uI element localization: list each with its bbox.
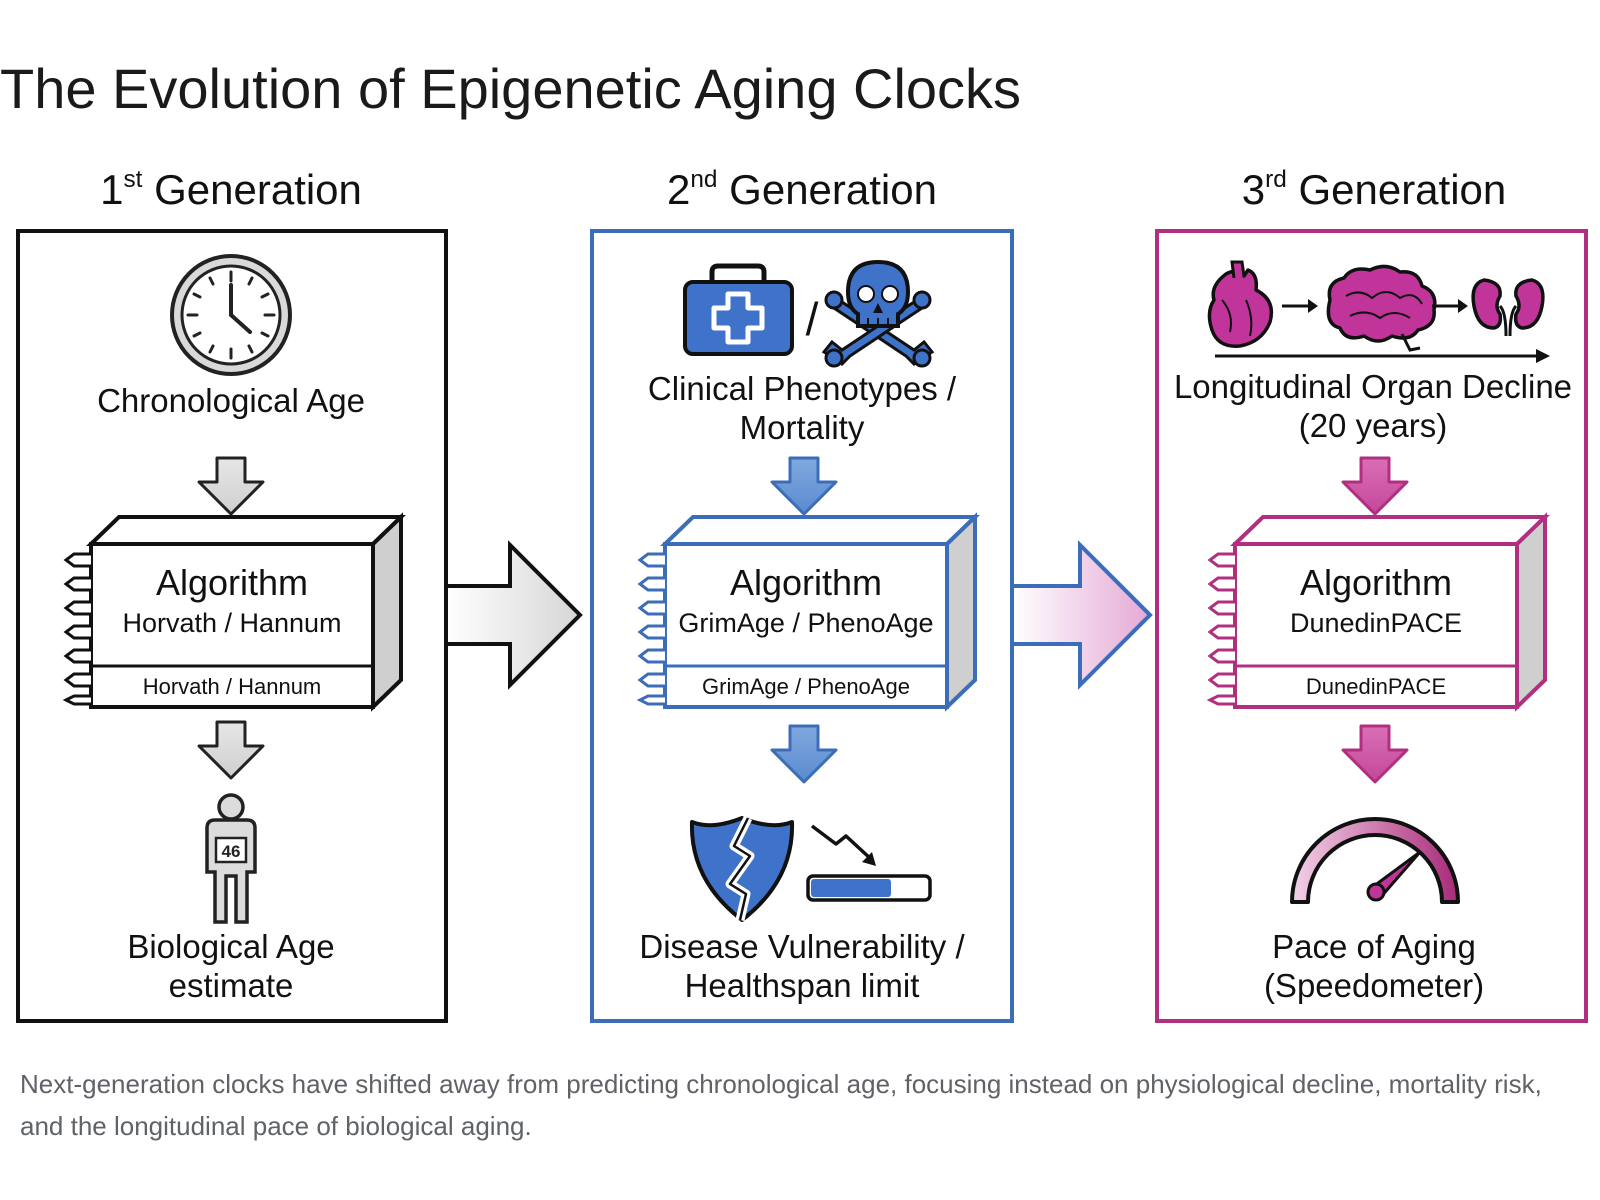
gen1-algorithm-subtitle: Horvath / Hannum [122, 608, 342, 638]
transition-arrow-2-3 [1010, 540, 1153, 690]
gen1-algorithm-footer: Horvath / Hannum [142, 674, 322, 699]
gen1-algorithm-title: Algorithm [155, 562, 309, 603]
transition-arrow-1-2 [444, 540, 583, 690]
gen2-algorithm-subtitle: GrimAge / PhenoAge [678, 608, 934, 638]
down-arrow-gen3-bottom [1341, 724, 1409, 784]
gen3-algorithm-title: Algorithm [1299, 562, 1453, 603]
gen3-input-label: Longitudinal Organ Decline (20 years) [1173, 368, 1573, 444]
down-arrow-gen3-top [1341, 456, 1409, 516]
down-arrow-gen1-bottom [197, 720, 265, 780]
down-arrow-gen2-top [770, 456, 838, 516]
declining-battery-icon [806, 824, 932, 902]
algorithm-box-gen1 [62, 512, 406, 712]
brain-icon [1326, 264, 1437, 352]
broken-shield-icon [689, 815, 795, 922]
gen1-input-label: Chronological Age [97, 382, 365, 419]
heart-icon [1207, 260, 1274, 348]
slash-separator: / [806, 293, 819, 345]
gen2-heading: 2nd Generation [667, 166, 937, 214]
gen1-output-label: Biological Age estimate [127, 928, 335, 1004]
gen2-output-label: Disease Vulnerability / Healthspan limit [639, 928, 965, 1004]
gen1-heading: 1st Generation [100, 166, 362, 214]
kidneys-icon [1471, 278, 1545, 337]
person-age-badge: 46 [222, 842, 241, 861]
gen2-algorithm-title: Algorithm [729, 562, 883, 603]
page-title: The Evolution of Epigenetic Aging Clocks [0, 57, 1022, 120]
down-arrow-gen2-bottom [770, 724, 838, 784]
gen3-output-label: Pace of Aging (Speedometer) [1263, 928, 1485, 1004]
gen3-algorithm-footer: DunedinPACE [1305, 674, 1447, 699]
figure-caption: Next-generation clocks have shifted away… [20, 1069, 1542, 1141]
speedometer-icon [1290, 817, 1460, 904]
algorithm-box-gen2 [636, 512, 980, 712]
person-icon [205, 793, 257, 924]
medical-kit-icon [683, 263, 794, 356]
gen3-panel [1155, 229, 1588, 1023]
skull-crossbones-icon [821, 259, 935, 368]
gen3-algorithm-subtitle: DunedinPACE [1289, 608, 1463, 638]
gen2-input-label: Clinical Phenotypes / Mortality [647, 370, 957, 446]
down-arrow-gen1-top [197, 456, 265, 516]
gen2-algorithm-footer: GrimAge / PhenoAge [702, 674, 910, 699]
gen3-heading: 3rd Generation [1241, 166, 1507, 214]
clock-icon [170, 254, 292, 376]
algorithm-box-gen3 [1206, 512, 1550, 712]
